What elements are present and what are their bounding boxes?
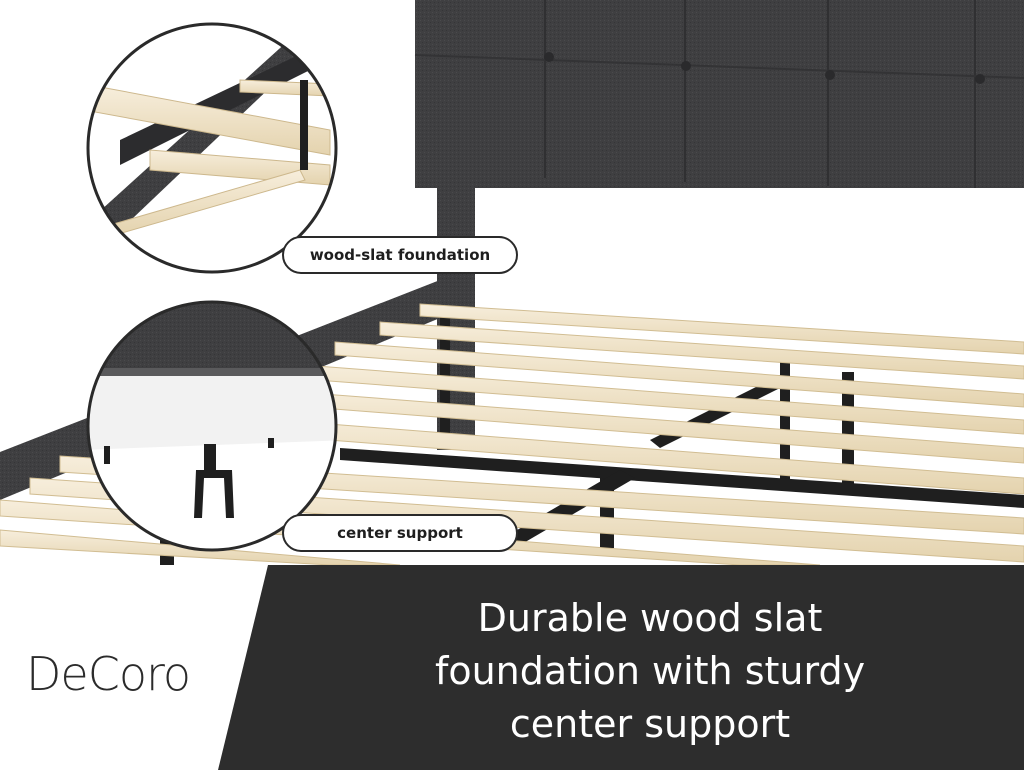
banner-headline: Durable wood slat foundation with sturdy…: [380, 592, 920, 751]
banner-dark-panel: [218, 565, 1024, 770]
headline-line-2: foundation with sturdy: [434, 649, 866, 693]
headboard: [414, 0, 1024, 450]
decoro-logo: DeCoro: [26, 647, 191, 701]
wood-slat-callout-label: wood-slat foundation: [282, 236, 518, 274]
center-support-callout-label: center support: [282, 514, 518, 552]
bed-frame-photo: [0, 0, 1024, 565]
headline-line-3: center support: [509, 702, 791, 746]
headline-line-1: Durable wood slat: [477, 596, 823, 640]
zoom-wood-slat: [86, 22, 338, 274]
info-banner: [0, 565, 1024, 770]
